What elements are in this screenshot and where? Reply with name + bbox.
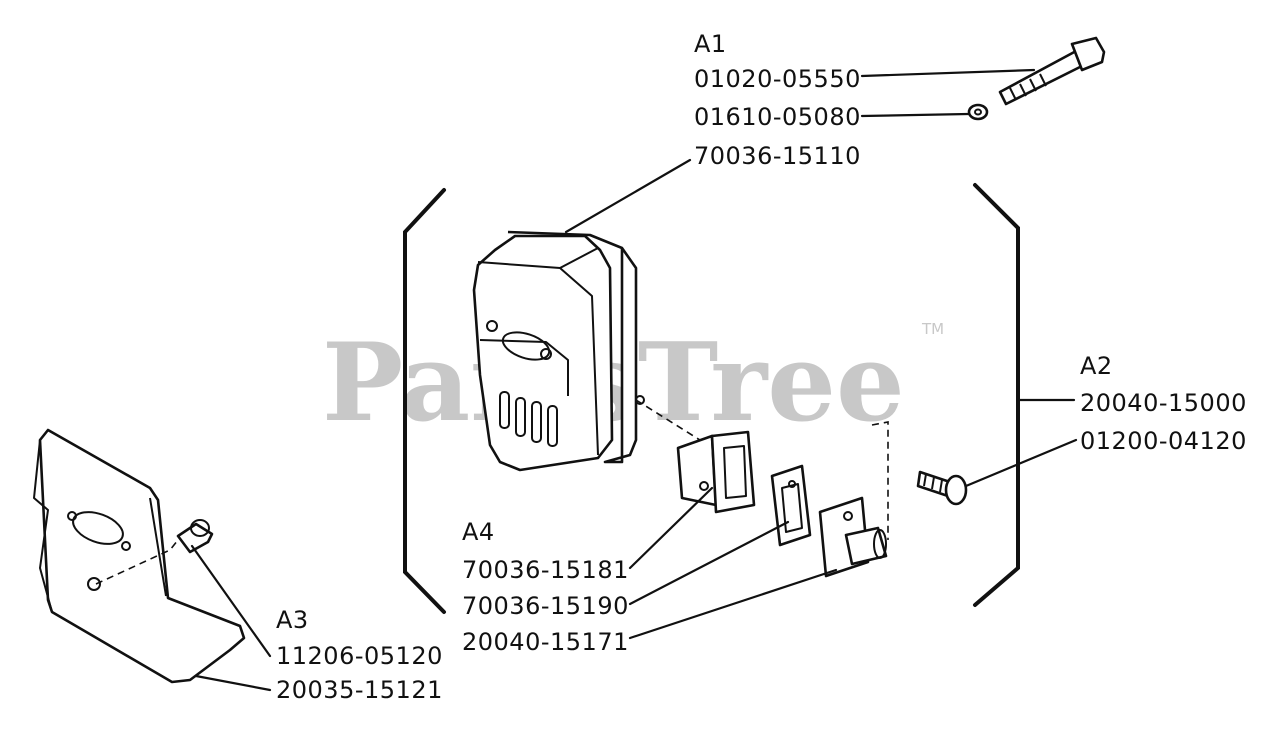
gasket-part xyxy=(770,464,812,547)
part-number-01610-05080[interactable]: 01610-05080 xyxy=(694,103,861,131)
part-number-11206-05120[interactable]: 11206-05120 xyxy=(276,642,443,670)
part-number-70036-15110[interactable]: 70036-15110 xyxy=(694,142,861,170)
bracket-right xyxy=(973,183,1020,607)
shield-bolt-part xyxy=(176,519,214,554)
watermark-trademark: TM xyxy=(921,320,944,338)
leader-lines xyxy=(190,68,1078,692)
group-a3-label: A3 xyxy=(276,606,309,634)
muffler-body xyxy=(472,230,645,472)
assembly-dashed-lines xyxy=(95,399,889,585)
part-number-20035-15121[interactable]: 20035-15121 xyxy=(276,676,443,704)
part-number-70036-15181[interactable]: 70036-15181 xyxy=(462,556,629,584)
catalyst-part xyxy=(676,430,756,514)
washer-part xyxy=(967,103,989,121)
heat-shield-part xyxy=(33,428,246,684)
group-a1-label: A1 xyxy=(694,30,727,58)
part-number-20040-15171[interactable]: 20040-15171 xyxy=(462,628,629,656)
group-a4-label: A4 xyxy=(462,518,495,546)
group-a4: A4 70036-15181 70036-15190 20040-15171 xyxy=(462,518,629,656)
watermark: PartsTree xyxy=(322,320,905,446)
bracket-left xyxy=(403,188,446,614)
group-a2: A2 20040-15000 01200-04120 xyxy=(1080,352,1247,455)
part-number-01020-05550[interactable]: 01020-05550 xyxy=(694,65,861,93)
part-number-70036-15190[interactable]: 70036-15190 xyxy=(462,592,629,620)
group-a1: A1 01020-05550 01610-05080 70036-15110 xyxy=(694,30,861,170)
group-a3: A3 11206-05120 20035-15121 xyxy=(276,606,443,704)
part-number-20040-15000[interactable]: 20040-15000 xyxy=(1080,389,1247,417)
part-number-01200-04120[interactable]: 01200-04120 xyxy=(1080,427,1247,455)
exhaust-flange-part xyxy=(818,496,888,578)
screw-part xyxy=(916,470,968,506)
group-a2-label: A2 xyxy=(1080,352,1113,380)
bolt-part xyxy=(998,36,1106,106)
